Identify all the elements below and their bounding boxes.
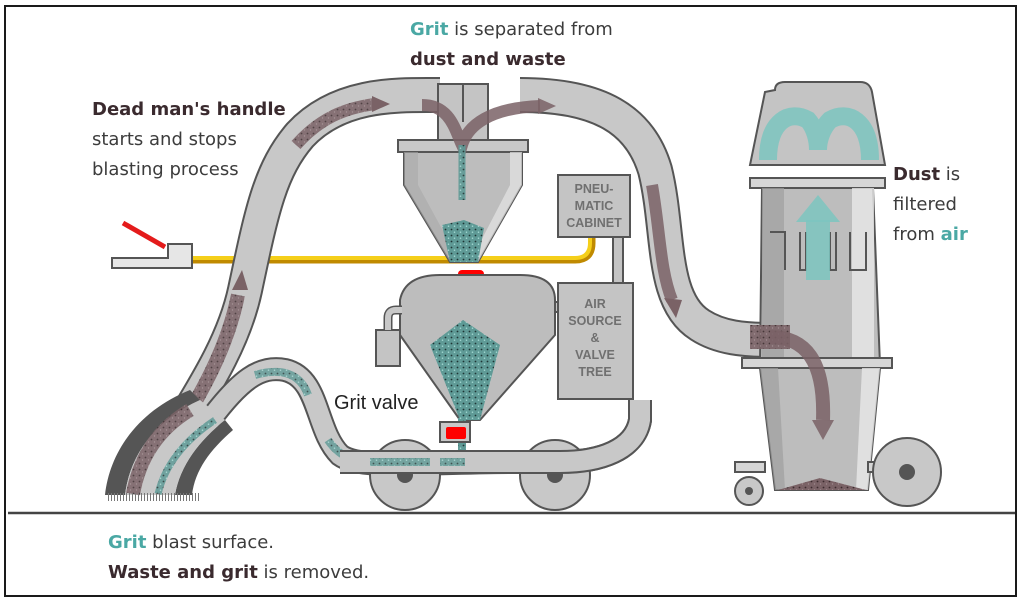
air-source-line-4: VALVE (575, 348, 615, 362)
pneumatic-cabinet: PNEU- MATIC CABINET (557, 174, 631, 284)
separator-line1-text: is separated from (448, 19, 613, 40)
pneumatic-cabinet-line-1: PNEU- (575, 182, 614, 196)
air-source-valve-tree: AIR SOURCE & VALVE TREE (557, 282, 634, 400)
air-source-line-2: SOURCE (568, 314, 621, 328)
surface-line2-text: is removed. (257, 562, 370, 583)
filter-line3-text: from (893, 224, 941, 245)
pneumatic-cabinet-line-3: CABINET (566, 216, 622, 230)
grit-separator (397, 83, 556, 284)
grit-valve-label: Grit valve (334, 392, 419, 414)
dust-collector (734, 81, 942, 507)
filter-dust-bold: Dust (893, 164, 941, 185)
air-source-line-1: AIR (584, 297, 606, 311)
separator-grit-highlight: Grit (410, 19, 449, 40)
surface-grit-highlight: Grit (108, 532, 147, 553)
handle-line3: blasting process (92, 159, 239, 180)
handle-line2: starts and stops (92, 129, 237, 150)
filter-line2: filtered (893, 194, 957, 215)
pneumatic-cabinet-line-2: MATIC (575, 199, 614, 213)
surface-line1-text: blast surface. (146, 532, 275, 553)
filter-air-highlight: air (940, 224, 968, 245)
handle-line1-bold: Dead man's handle (92, 99, 286, 120)
dead-mans-handle[interactable] (111, 220, 193, 269)
filter-line1-text: is (940, 164, 961, 185)
filter-label: Dust is filtered from air (893, 160, 968, 250)
surface-line2-bold: Waste and grit (108, 562, 258, 583)
handle-label: Dead man's handle starts and stops blast… (92, 95, 286, 185)
air-source-line-3: & (590, 331, 599, 345)
separator-label: Grit is separated from dust and waste (410, 15, 613, 75)
surface-label: Grit blast surface. Waste and grit is re… (108, 528, 369, 588)
blast-head[interactable] (105, 390, 233, 501)
grit-valve[interactable] (439, 421, 471, 443)
cyclone-hose (519, 77, 771, 358)
air-source-line-5: TREE (578, 365, 611, 379)
separator-line2-bold: dust and waste (410, 49, 566, 70)
pressure-vessel (375, 274, 570, 462)
